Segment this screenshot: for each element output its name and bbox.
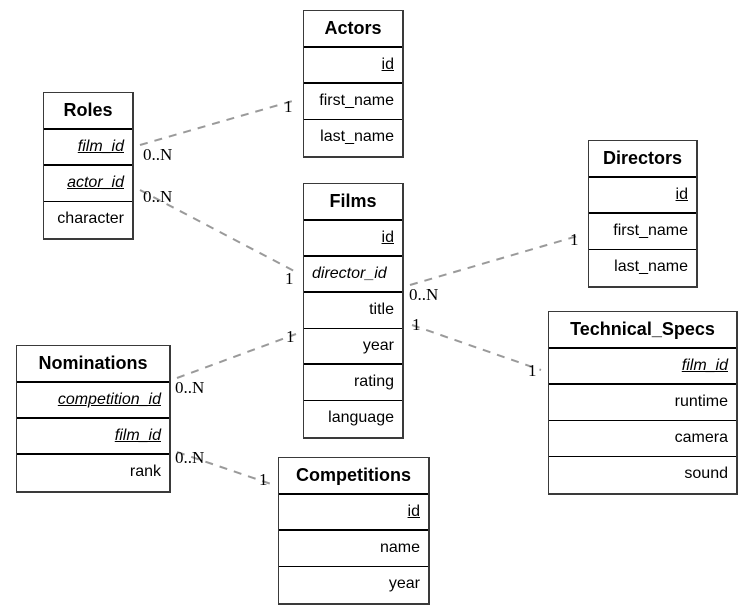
attribute-label: director_id	[312, 265, 387, 282]
entity-title-technical_specs: Technical_Specs	[549, 312, 736, 349]
entity-title-actors: Actors	[304, 11, 402, 48]
attribute-roles-film_id[interactable]: film_id	[44, 130, 132, 166]
attribute-label: year	[388, 575, 420, 592]
cardinality-films-directors-from: 0..N	[409, 285, 439, 304]
entity-competitions[interactable]: Competitions id name year	[278, 457, 430, 605]
attribute-films-rating[interactable]: rating	[304, 365, 402, 401]
attribute-label: actor_id	[67, 174, 124, 191]
attribute-nominations-rank[interactable]: rank	[17, 455, 169, 491]
attribute-label: year	[362, 337, 394, 354]
cardinality-nominations-competitions-from: 0..N	[175, 448, 205, 467]
cardinality-roles-films-to: 1	[285, 269, 294, 288]
attribute-label: rating	[353, 373, 394, 390]
attribute-label: rank	[129, 463, 161, 480]
attribute-label: character	[57, 210, 124, 227]
attribute-label: id	[381, 56, 394, 73]
attribute-label: first_name	[319, 92, 394, 109]
attribute-label: film_id	[77, 138, 124, 155]
attribute-competitions-name[interactable]: name	[279, 531, 428, 567]
attribute-label: last_name	[614, 258, 688, 275]
attribute-technical_specs-camera[interactable]: camera	[549, 421, 736, 457]
entity-actors[interactable]: Actors id first_name last_name	[303, 10, 404, 158]
attribute-competitions-id[interactable]: id	[279, 495, 428, 531]
attribute-technical_specs-sound[interactable]: sound	[549, 457, 736, 493]
attribute-films-id[interactable]: id	[304, 221, 402, 257]
attribute-label: film_id	[681, 357, 728, 374]
attribute-directors-id[interactable]: id	[589, 178, 696, 214]
entity-title-directors: Directors	[589, 141, 696, 178]
entity-title-competitions: Competitions	[279, 458, 428, 495]
attribute-directors-first_name[interactable]: first_name	[589, 214, 696, 250]
attribute-nominations-film_id[interactable]: film_id	[17, 419, 169, 455]
entity-title-films: Films	[304, 184, 402, 221]
relationship-line-films-technical_specs	[411, 324, 542, 371]
attribute-films-year[interactable]: year	[304, 329, 402, 365]
attribute-label: sound	[684, 465, 728, 482]
attribute-label: camera	[674, 429, 728, 446]
cardinality-films-directors-to: 1	[570, 230, 579, 249]
cardinality-films-technical_specs-from: 1	[412, 315, 421, 334]
cardinality-roles-actors-to: 1	[284, 97, 293, 116]
relationship-line-films-directors	[409, 234, 582, 286]
attribute-films-language[interactable]: language	[304, 401, 402, 437]
entity-roles[interactable]: Roles film_id actor_id character	[43, 92, 134, 240]
attribute-films-title[interactable]: title	[304, 293, 402, 329]
attribute-technical_specs-film_id[interactable]: film_id	[549, 349, 736, 385]
attribute-label: first_name	[613, 222, 688, 239]
attribute-films-director_id[interactable]: director_id	[304, 257, 402, 293]
attribute-label: name	[379, 539, 420, 556]
relationship-line-nominations-films	[176, 333, 297, 379]
cardinality-nominations-films-from: 0..N	[175, 378, 205, 397]
cardinality-nominations-competitions-to: 1	[259, 470, 268, 489]
cardinality-nominations-films-to: 1	[286, 327, 295, 346]
attribute-technical_specs-runtime[interactable]: runtime	[549, 385, 736, 421]
attribute-label: title	[369, 301, 394, 318]
attribute-label: film_id	[114, 427, 161, 444]
entity-title-roles: Roles	[44, 93, 132, 130]
attribute-label: last_name	[320, 128, 394, 145]
attribute-label: competition_id	[57, 391, 161, 408]
attribute-label: id	[407, 503, 420, 520]
entity-directors[interactable]: Directors id first_name last_name	[588, 140, 698, 288]
attribute-actors-last_name[interactable]: last_name	[304, 120, 402, 156]
cardinality-roles-actors-from: 0..N	[143, 145, 173, 164]
relationship-line-roles-actors	[139, 99, 297, 146]
attribute-label: id	[675, 186, 688, 203]
attribute-roles-character[interactable]: character	[44, 202, 132, 238]
attribute-nominations-competition_id[interactable]: competition_id	[17, 383, 169, 419]
cardinality-films-technical_specs-to: 1	[528, 361, 537, 380]
attribute-actors-first_name[interactable]: first_name	[304, 84, 402, 120]
attribute-competitions-year[interactable]: year	[279, 567, 428, 603]
cardinality-roles-films-from: 0..N	[143, 187, 173, 206]
attribute-label: runtime	[674, 393, 728, 410]
entity-title-nominations: Nominations	[17, 346, 169, 383]
attribute-directors-last_name[interactable]: last_name	[589, 250, 696, 286]
attribute-roles-actor_id[interactable]: actor_id	[44, 166, 132, 202]
attribute-label: language	[328, 409, 394, 426]
attribute-label: id	[381, 229, 394, 246]
attribute-actors-id[interactable]: id	[304, 48, 402, 84]
